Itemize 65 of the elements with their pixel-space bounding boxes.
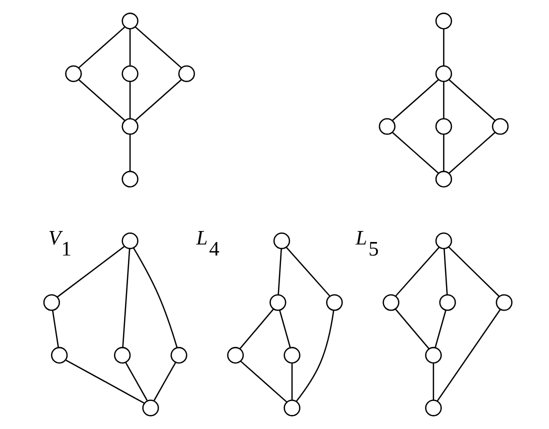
- connector: [442, 134, 444, 172]
- connector: [134, 79, 182, 121]
- connector: [132, 248, 178, 348]
- connector: [434, 310, 446, 348]
- connector: [443, 248, 448, 295]
- node-circle: [50, 346, 68, 364]
- node-circle: [434, 232, 452, 250]
- node-circle: [226, 346, 244, 364]
- node-circle: [269, 294, 286, 311]
- node-circle: [378, 118, 396, 135]
- connector: [394, 246, 440, 297]
- node-circle: [142, 400, 158, 416]
- connector: [285, 246, 330, 297]
- connector: [124, 362, 148, 401]
- connector: [240, 360, 287, 402]
- node-circle: [121, 170, 138, 188]
- connector: [238, 308, 274, 350]
- node-circle: [121, 118, 138, 135]
- node-circle: [283, 346, 300, 364]
- connector: [134, 26, 182, 68]
- connector: [128, 134, 130, 172]
- node-circle: [438, 294, 456, 311]
- connector: [128, 82, 130, 118]
- connector: [78, 79, 125, 121]
- connector: [442, 82, 444, 118]
- node-circle: [495, 294, 512, 311]
- node-circle: [491, 118, 508, 135]
- node-circle: [178, 65, 194, 82]
- connector: [394, 308, 430, 350]
- connector: [432, 363, 434, 400]
- connector: [122, 248, 130, 348]
- node-circle: [121, 232, 138, 250]
- connector: [448, 246, 499, 297]
- node-circle: [42, 294, 60, 311]
- connector: [290, 363, 292, 400]
- connector: [56, 246, 124, 298]
- connector: [392, 79, 438, 121]
- connector: [391, 132, 438, 174]
- connector: [448, 132, 495, 174]
- node-circle: [434, 65, 452, 82]
- node-circle: [113, 346, 130, 364]
- node-circle: [424, 400, 442, 416]
- connector: [52, 310, 58, 348]
- node-circle: [434, 170, 452, 188]
- connector: [128, 28, 130, 66]
- connector: [295, 310, 334, 402]
- connector: [436, 309, 500, 402]
- connector: [448, 79, 495, 121]
- node-circle: [326, 294, 342, 311]
- connector: [278, 310, 290, 348]
- node-circle: [121, 65, 138, 82]
- node-circle: [434, 12, 452, 30]
- connector: [153, 362, 176, 401]
- node-circle: [434, 118, 452, 135]
- node-circle: [424, 346, 442, 364]
- node-circle: [283, 400, 300, 416]
- connector: [277, 248, 282, 295]
- node-circle: [272, 232, 290, 250]
- node-circle: [170, 346, 187, 364]
- connector: [442, 28, 444, 66]
- node-circle: [382, 294, 399, 311]
- node-circle: [121, 12, 138, 30]
- node-circle: [64, 65, 82, 82]
- connector: [65, 360, 144, 404]
- connector: [78, 26, 125, 68]
